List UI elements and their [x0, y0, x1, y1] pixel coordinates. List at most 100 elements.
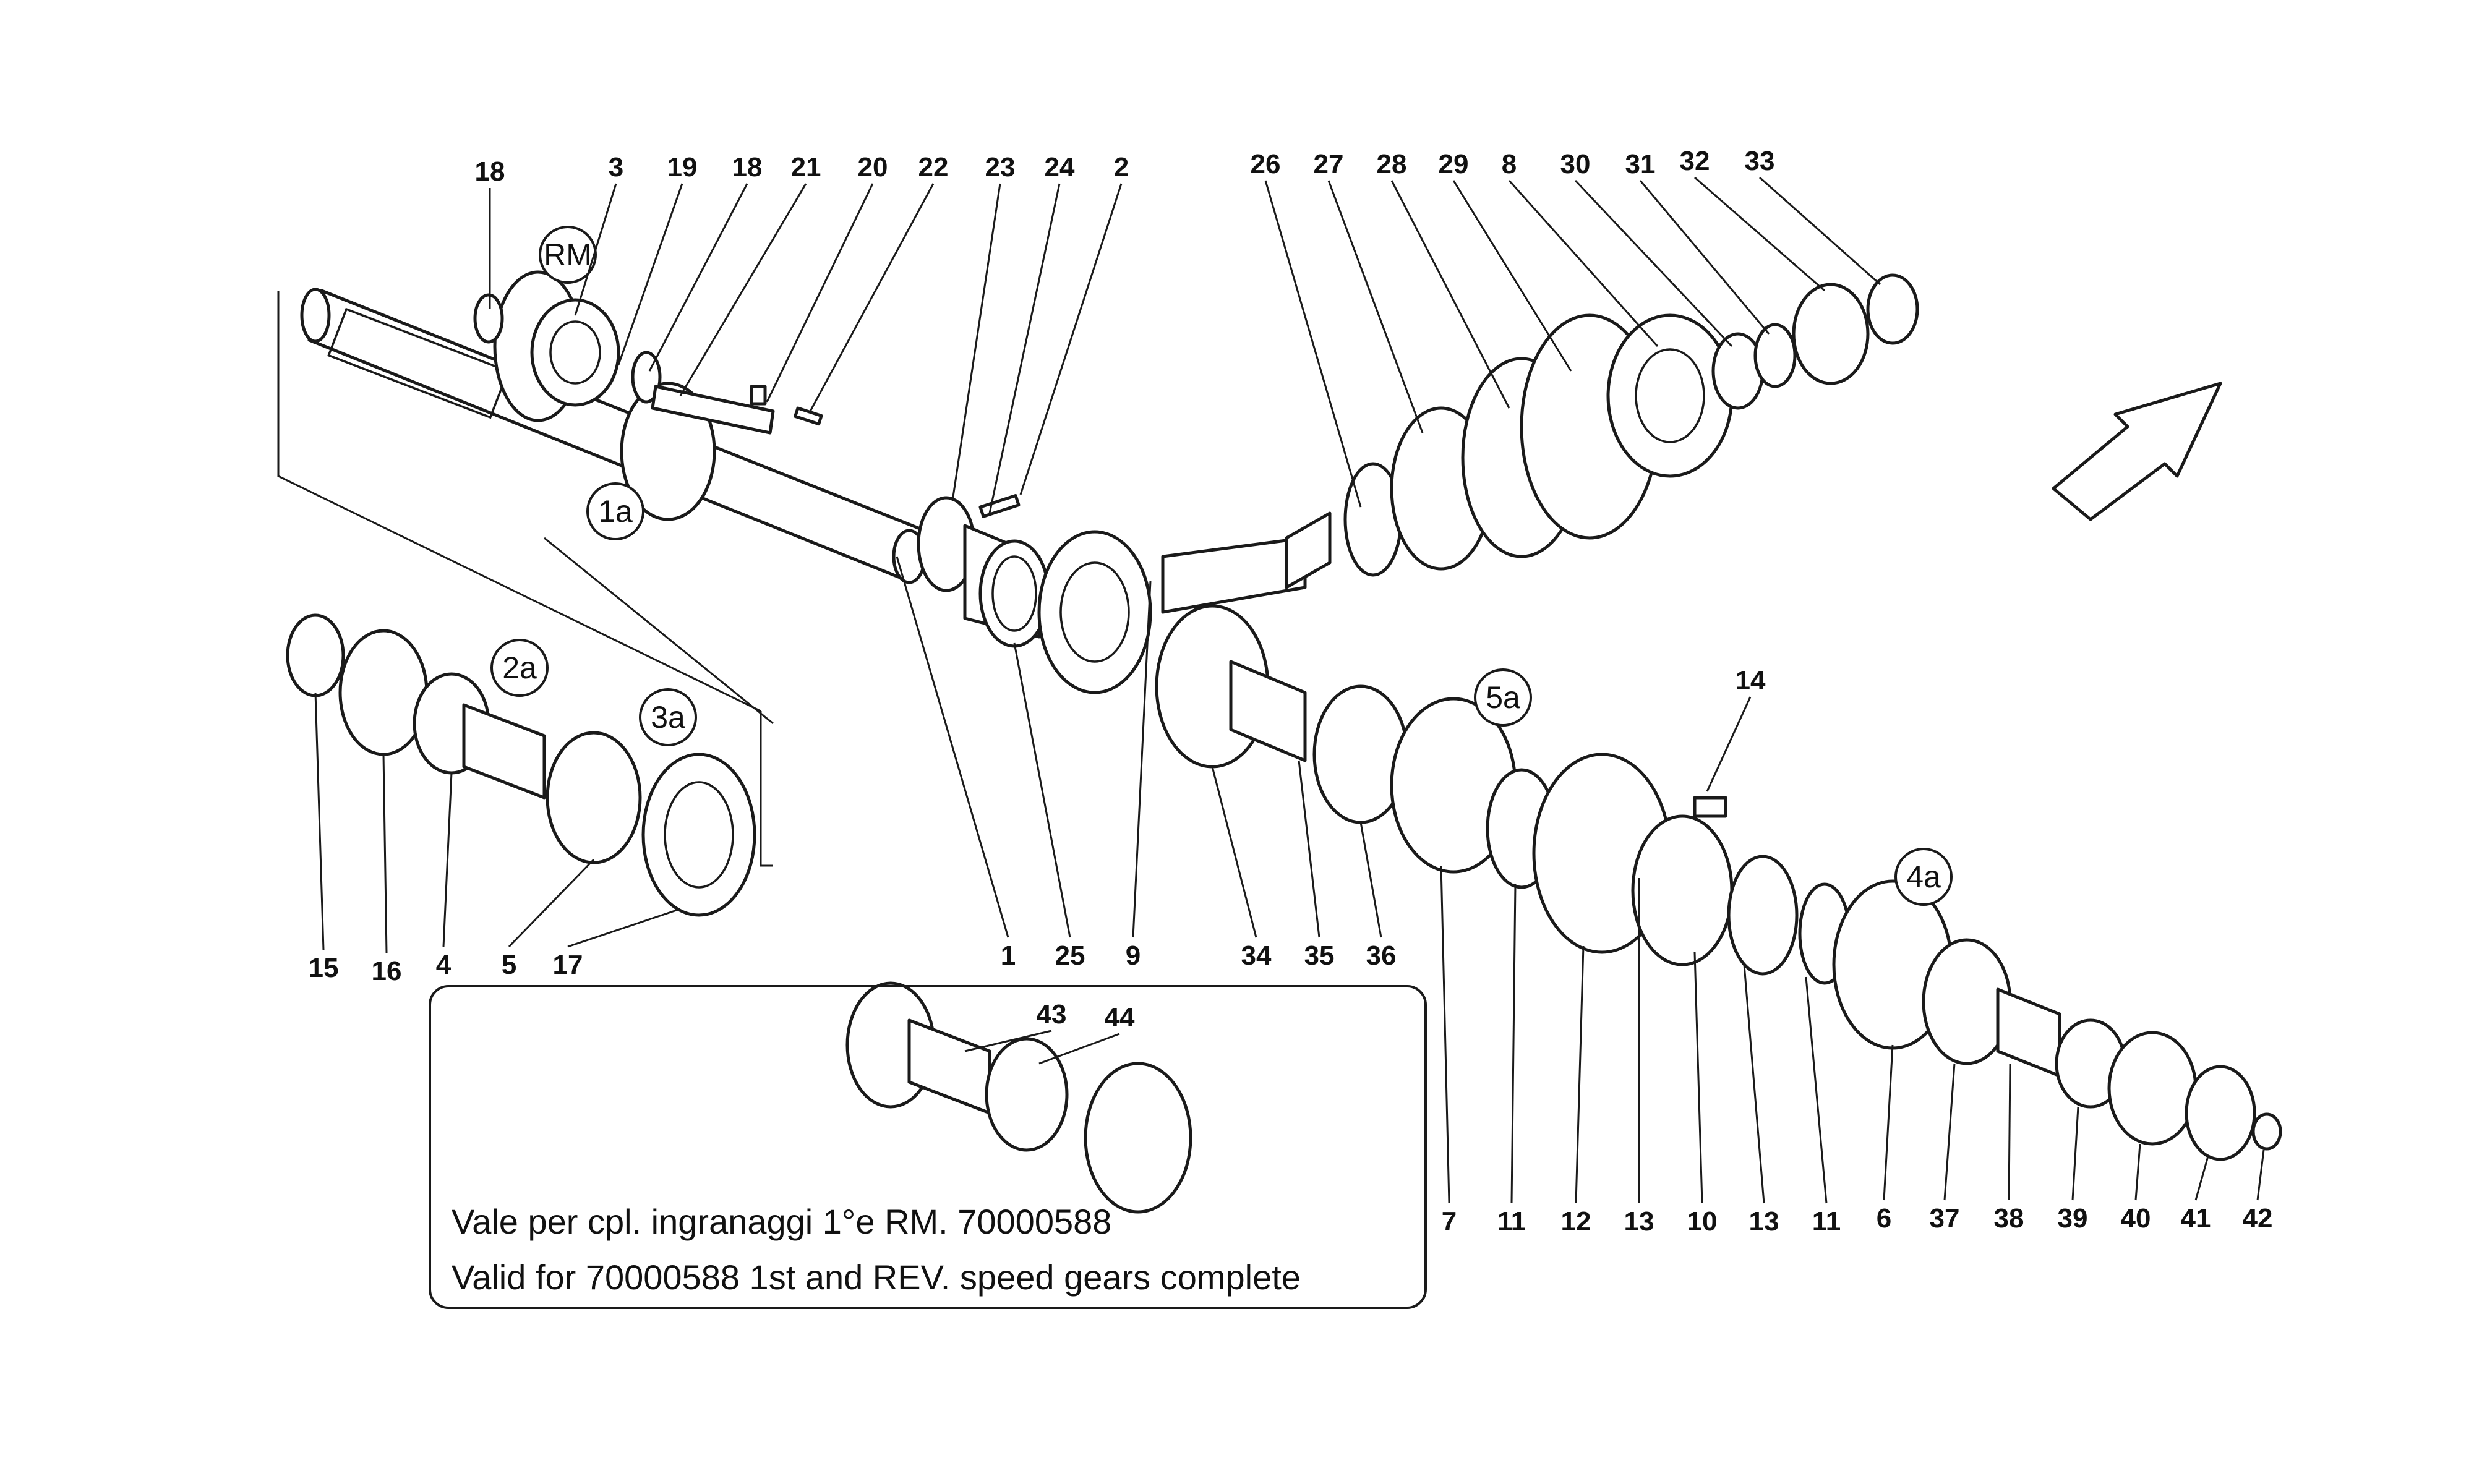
leader-line: [2008, 1063, 2011, 1201]
leader-line: [809, 183, 935, 412]
part-callout-26: 26: [1251, 149, 1281, 179]
part-callout-11: 11: [1812, 1206, 1841, 1237]
leader-line: [1440, 865, 1450, 1204]
leader-line: [1132, 581, 1152, 938]
leader-line: [679, 183, 807, 396]
part-callout-43: 43: [1037, 999, 1067, 1030]
circled-label-5a: 5a: [1474, 668, 1532, 727]
note-box: [429, 985, 1427, 1309]
part-callout-12: 12: [1561, 1206, 1591, 1237]
leader-line: [964, 1030, 1052, 1052]
leader-line: [1508, 179, 1659, 348]
part-callout-23: 23: [985, 152, 1016, 182]
part-callout-41: 41: [2181, 1203, 2211, 1234]
part-callout-14: 14: [1736, 665, 1766, 696]
note-line-2: Valid for 70000588 1st and REV. speed ge…: [452, 1258, 1301, 1297]
part-callout-32: 32: [1680, 146, 1710, 176]
leader-line: [1038, 1033, 1120, 1065]
leader-line: [1013, 642, 1071, 938]
part-callout-21: 21: [791, 152, 821, 182]
leader-line: [1510, 884, 1517, 1204]
leader-line: [1693, 952, 1703, 1204]
circled-label-1a: 1a: [586, 482, 644, 540]
part-callout-16: 16: [372, 956, 402, 986]
leader-line: [1805, 976, 1828, 1204]
leader-line: [1327, 180, 1424, 433]
leader-line: [896, 556, 1009, 938]
part-callout-35: 35: [1304, 940, 1335, 971]
part-callout-13: 13: [1624, 1206, 1654, 1237]
bearing-25: [917, 493, 1050, 648]
leader-line: [314, 692, 325, 950]
leader-line: [567, 908, 681, 948]
circled-label-3a: 3a: [639, 688, 697, 746]
leader-line: [1694, 176, 1825, 292]
part-callout-44: 44: [1105, 1002, 1135, 1033]
part-callout-42: 42: [2243, 1203, 2273, 1234]
leader-line: [988, 183, 1061, 514]
part-callout-19: 19: [667, 152, 698, 182]
leader-line: [1019, 183, 1123, 495]
leader-line: [617, 183, 683, 365]
part-callout-13: 13: [1749, 1206, 1779, 1237]
part-callout-31: 31: [1625, 149, 1656, 179]
leader-line: [2256, 1149, 2265, 1201]
svg-text:5a: 5a: [1486, 680, 1520, 715]
leader-line: [508, 858, 595, 948]
part-callout-11: 11: [1497, 1206, 1526, 1237]
part-callout-33: 33: [1745, 146, 1775, 176]
direction-arrow-icon: [2052, 382, 2222, 521]
leader-line: [766, 183, 874, 403]
upper-small-parts: [473, 293, 823, 435]
leader-line: [2134, 1143, 2141, 1201]
leader-line: [1943, 1063, 1956, 1201]
part-callout-29: 29: [1439, 149, 1469, 179]
part-callout-40: 40: [2121, 1203, 2151, 1234]
leader-line: [1883, 1044, 1894, 1201]
leader-line: [1298, 760, 1320, 938]
svg-text:3a: 3a: [651, 700, 685, 735]
leader-line: [1390, 180, 1510, 409]
gear-9: [1037, 530, 1307, 694]
leader-line: [1575, 945, 1585, 1204]
leader-line: [1574, 179, 1733, 348]
part-callout-2: 2: [1114, 152, 1129, 182]
part-callout-8: 8: [1502, 149, 1517, 179]
part-callout-9: 9: [1126, 940, 1141, 971]
svg-text:RM: RM: [544, 237, 592, 272]
part-callout-38: 38: [1994, 1203, 2024, 1234]
leader-line: [442, 772, 453, 947]
part-callout-34: 34: [1241, 940, 1272, 971]
part-callout-30: 30: [1560, 149, 1591, 179]
output-shaft-chain: [1155, 604, 2282, 1161]
part-callout-27: 27: [1314, 149, 1344, 179]
leader-line: [2194, 1156, 2209, 1201]
leader-line: [574, 183, 617, 316]
inset-parts: [286, 613, 756, 917]
part-callout-24: 24: [1045, 152, 1075, 182]
note-inset-parts: [845, 981, 1192, 1214]
part-callout-18: 18: [732, 152, 763, 182]
circled-label-2a: 2a: [490, 639, 549, 697]
part-callout-39: 39: [2058, 1203, 2088, 1234]
upper-right-parts: [1285, 273, 1919, 589]
leader-line: [1264, 180, 1362, 508]
part-callout-37: 37: [1930, 1203, 1960, 1234]
note-line-1: Vale per cpl. ingranaggi 1°e RM. 7000058…: [452, 1202, 1111, 1241]
part-callout-25: 25: [1055, 940, 1085, 971]
part-callout-15: 15: [309, 953, 339, 983]
svg-text:4a: 4a: [1906, 859, 1941, 894]
leader-line: [648, 183, 748, 372]
part-callout-17: 17: [553, 950, 583, 980]
part-callout-20: 20: [858, 152, 888, 182]
part-callout-7: 7: [1442, 1206, 1457, 1237]
part-callout-22: 22: [918, 152, 949, 182]
part-callout-1: 1: [1001, 940, 1016, 971]
circled-label-RM: RM: [539, 226, 597, 284]
part-callout-36: 36: [1366, 940, 1397, 971]
inset-bracket: [277, 291, 774, 867]
leader-line: [2071, 1106, 2079, 1201]
leader-line: [951, 183, 1001, 501]
part-callout-3: 3: [609, 152, 623, 182]
